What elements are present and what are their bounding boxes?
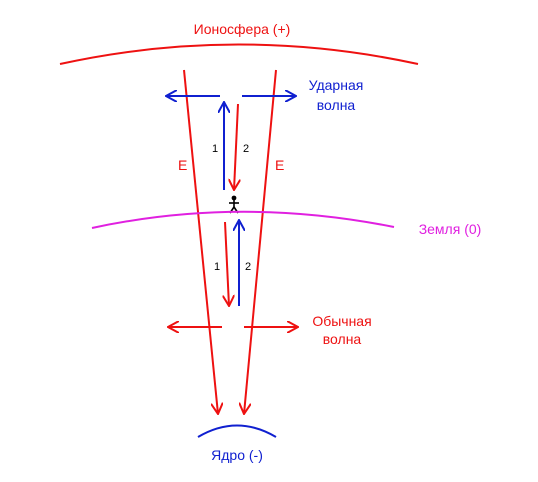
earth-arc <box>91 210 395 229</box>
core-label: Ядро (-) <box>211 447 263 463</box>
earth-label: Земля (0) <box>419 221 482 237</box>
lower-number-1: 1 <box>214 261 220 273</box>
normal-wave-label-line2: волна <box>323 331 362 347</box>
upper-arrow-2-down <box>234 103 238 190</box>
normal-wave-label-line1: Обычная <box>312 313 371 329</box>
shock-wave-label-line1: Ударная <box>309 77 364 93</box>
upper-number-2: 2 <box>243 143 249 155</box>
field-label-left: E <box>178 157 187 173</box>
field-line-left <box>183 69 218 414</box>
ionosphere-label: Ионосфера (+) <box>194 21 291 37</box>
lower-number-2: 2 <box>245 261 251 273</box>
person-icon <box>229 195 239 214</box>
ionosphere-arc <box>59 43 419 65</box>
core-arc <box>197 424 277 438</box>
upper-number-1: 1 <box>212 143 218 155</box>
field-line-right <box>244 69 277 414</box>
field-label-right: E <box>275 157 284 173</box>
shock-wave-label-line2: волна <box>317 97 356 113</box>
lower-arrow-1-down <box>225 221 229 306</box>
